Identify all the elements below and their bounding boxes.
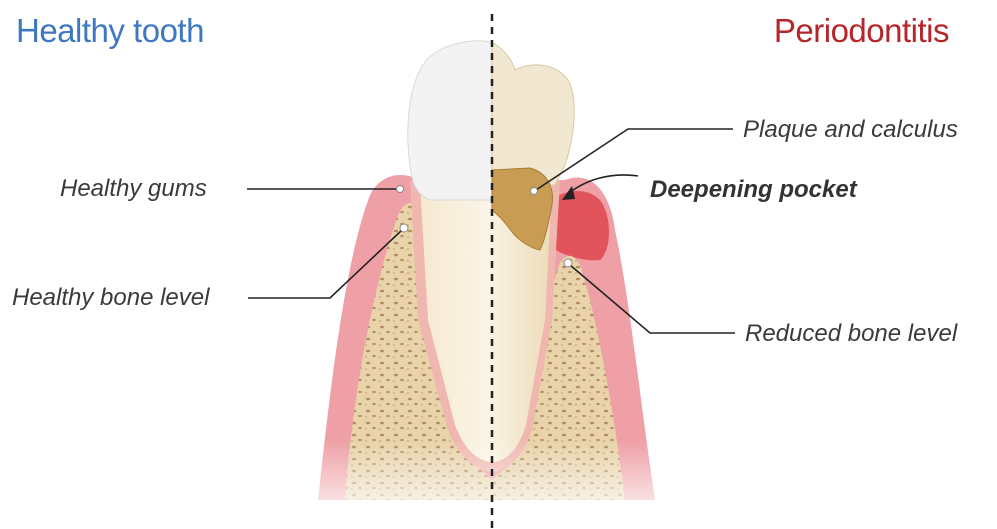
label-reduced-bone-level: Reduced bone level [745,320,957,348]
bottom-fade [300,440,680,529]
label-deepening-pocket: Deepening pocket [650,176,857,204]
periodontitis-crown [492,42,574,185]
dot-reduced-bone-level [564,259,572,267]
label-plaque-and-calculus: Plaque and calculus [743,116,958,144]
dot-plaque-calculus [531,188,538,195]
label-healthy-gums: Healthy gums [60,175,207,203]
healthy-crown [408,41,492,200]
title-periodontitis: Periodontitis [774,12,949,50]
dot-healthy-bone-level [400,224,408,232]
label-healthy-bone-level: Healthy bone level [12,284,209,312]
dot-healthy-gums [397,186,404,193]
title-healthy-tooth: Healthy tooth [16,12,204,50]
